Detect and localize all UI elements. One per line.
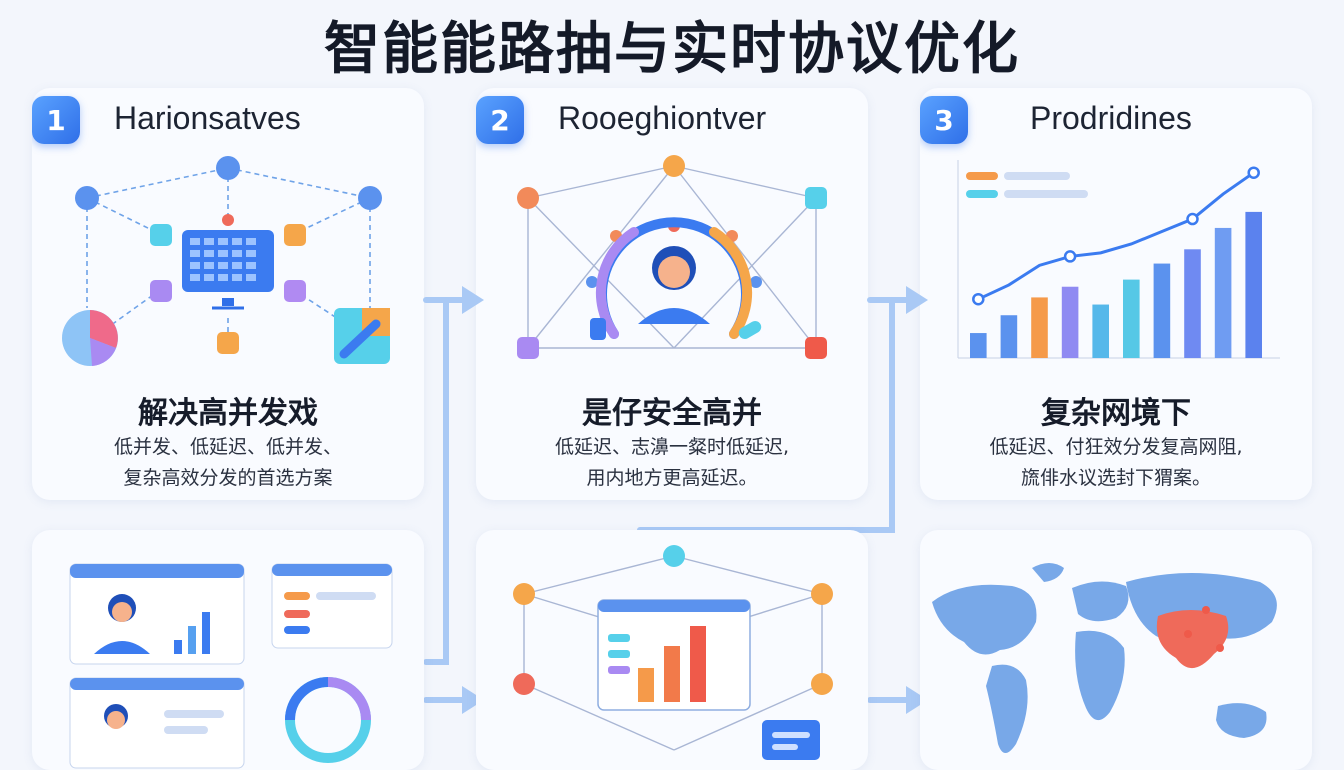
node [1184,630,1192,638]
chart-bar [1123,279,1140,358]
pie-chart-icon [62,310,118,366]
node [75,186,99,210]
step-number-badge: 3 [920,96,968,144]
trend-point [1186,212,1199,226]
desc-line: 用内地方更高延迟。 [586,467,758,489]
desc-line: 旒俳水议选封下猬案。 [1020,467,1211,489]
chart-bar [1245,211,1262,358]
node [1216,644,1224,652]
node [284,280,306,302]
bar-chart [957,160,1280,359]
chart-legend [966,172,1088,198]
desc-line: 复杂高效分发的首选方案 [123,467,333,489]
node [805,337,827,359]
donut-chart-icon [285,677,371,763]
card-icon [762,720,820,760]
server-grid-icon [182,230,274,310]
node [513,673,535,695]
chart-bar [970,333,987,358]
world-map-card [920,530,1312,770]
node [513,583,535,605]
step-description: 低并发、低延迟、低并发、 复杂高效分发的首选方案 [32,432,424,494]
node [1202,606,1210,614]
node [150,224,172,246]
dashboard-card [32,530,424,770]
step-card-3: 3 Prodridines 复杂网境下 低延迟、付狂效分发复高网阻, 旒俳水议选… [920,88,1312,500]
trend-point [1063,250,1077,263]
desc-line: 低延迟、付狂效分发复高网阻, [989,436,1243,458]
step-heading: 解决高并发戏 [138,396,318,431]
step-label: Prodridines [1030,100,1192,136]
page-title: 智能能路抽与实时协议优化 [324,17,1020,82]
chart-window [597,599,751,711]
node [517,337,539,359]
step-description: 低延迟、志濞一粲时低延迟, 用内地方更高延迟。 [476,432,868,494]
chart-bar [1031,297,1048,358]
dashboard-illustration [69,563,393,769]
secure-user-illustration [517,155,827,359]
chart-bar [1184,249,1201,358]
node [811,583,833,605]
chart-bar [1214,227,1232,358]
step-label: Harionsatves [114,100,301,136]
world-map-icon [932,563,1277,753]
desc-line: 低延迟、志濞一粲时低延迟, [554,436,790,458]
step-label: Rooeghiontver [558,100,767,136]
user-window [69,677,245,769]
step-card-2: 2 Rooeghiontver 是仔安全高并 低延迟、志濞一粲时 [476,88,868,500]
step-heading: 是仔安全高并 [582,396,762,431]
node [222,214,234,226]
chart-bar [1000,315,1018,358]
list-window [271,563,393,649]
trend-line [977,171,1255,301]
lock-icon [590,318,606,340]
node [805,187,827,209]
network-chart-illustration [513,545,833,760]
desc-line: 低并发、低延迟、低并发、 [113,436,342,458]
step-number-badge: 2 [476,96,524,144]
profile-window [69,563,245,665]
chart-bar [1061,286,1079,358]
user-avatar-icon [638,246,710,324]
chart-bar [1092,304,1109,358]
node [358,186,382,210]
node [586,276,598,288]
step-number-badge: 1 [32,96,80,144]
node [517,187,539,209]
node [750,276,762,288]
node [217,332,239,354]
step-card-1: 1 Harionsatves [32,88,424,500]
node [150,280,172,302]
node [663,155,685,177]
node [216,156,240,180]
node [811,673,833,695]
trend-point [972,292,985,306]
network-chart-card [476,530,868,770]
design-tool-icon [334,308,390,364]
network-illustration [62,156,390,366]
node [284,224,306,246]
node [663,545,685,567]
chart-bar [1153,263,1171,358]
step-description: 低延迟、付狂效分发复高网阻, 旒俳水议选封下猬案。 [920,432,1312,494]
step-heading: 复杂网境下 [1041,396,1191,431]
trend-point [1247,166,1260,179]
highlight-region [1156,610,1229,669]
